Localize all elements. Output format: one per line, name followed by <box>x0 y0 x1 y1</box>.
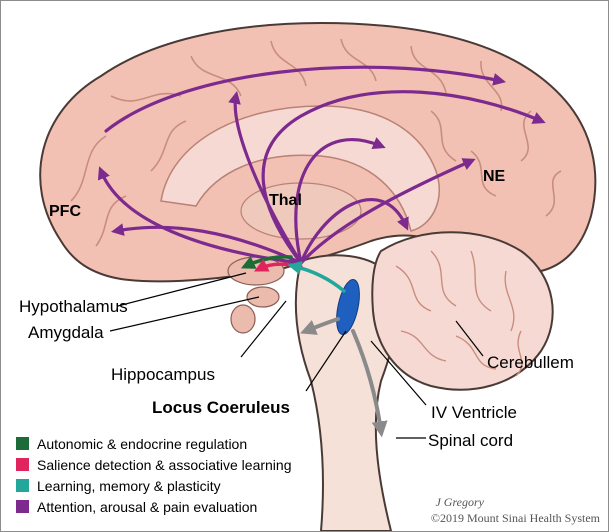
label-cerebullem: Cerebullem <box>487 354 574 371</box>
label-hypothalamus: Hypothalamus <box>19 298 128 315</box>
legend-label: Attention, arousal & pain evaluation <box>37 499 257 515</box>
legend-swatch-purple <box>16 500 29 513</box>
label-pfc: PFC <box>49 204 81 220</box>
legend-swatch-green <box>16 437 29 450</box>
label-locus-coeruleus: Locus Coeruleus <box>152 399 290 416</box>
label-hippocampus: Hippocampus <box>111 366 215 383</box>
label-ne: NE <box>483 169 505 185</box>
legend-swatch-pink <box>16 458 29 471</box>
label-thal: Thal <box>269 193 302 209</box>
legend-swatch-teal <box>16 479 29 492</box>
label-iv-ventricle: IV Ventricle <box>431 404 517 421</box>
legend-label: Salience detection & associative learnin… <box>37 457 292 473</box>
credit-author: J Gregory <box>435 495 484 510</box>
legend-label: Learning, memory & plasticity <box>37 478 221 494</box>
credit-copyright: ©2019 Mount Sinai Health System <box>431 511 600 526</box>
label-amygdala: Amygdala <box>28 324 104 341</box>
legend-label: Autonomic & endocrine regulation <box>37 436 247 452</box>
amygdala-structure <box>247 287 279 307</box>
label-spinal-cord: Spinal cord <box>428 432 513 449</box>
pituitary-structure <box>231 305 255 333</box>
